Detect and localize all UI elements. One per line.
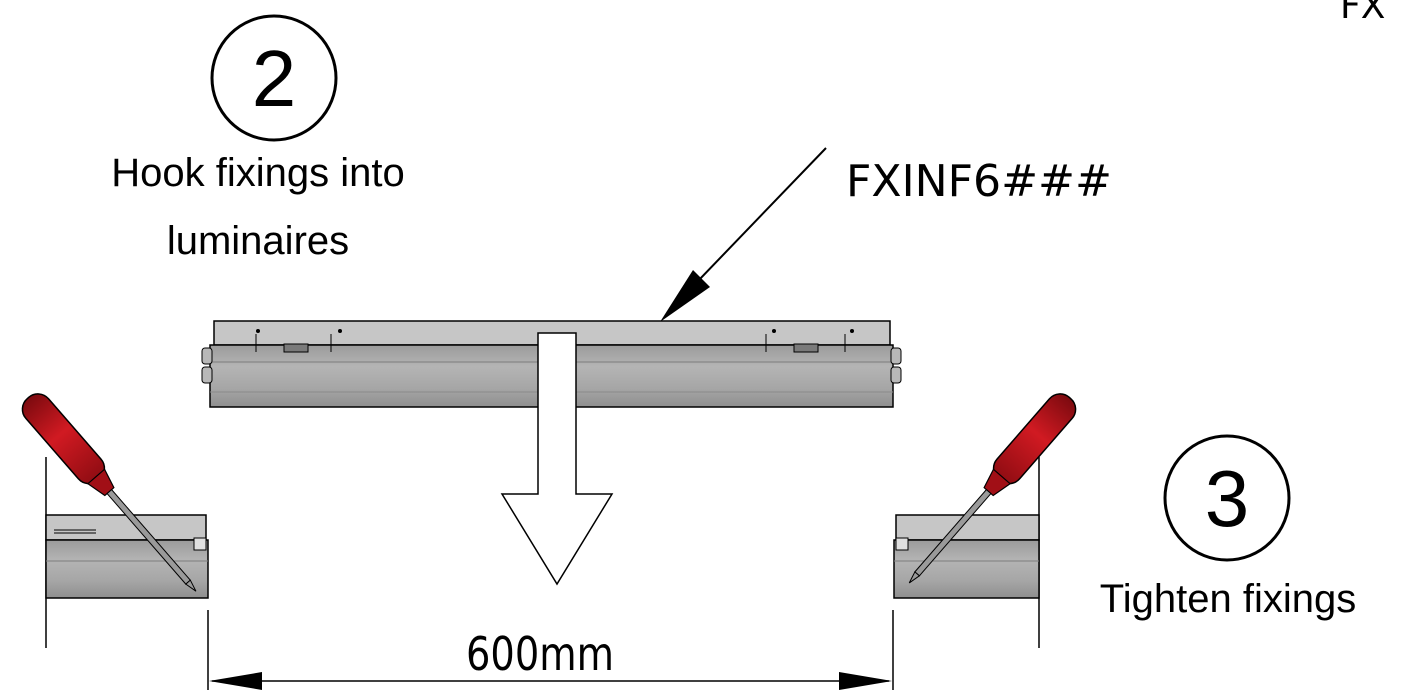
step-3-caption: Tighten fixings — [1100, 577, 1356, 621]
step-3-badge: 3 — [1163, 434, 1291, 562]
luminaire-right — [893, 457, 1040, 648]
step-2-number: 2 — [252, 34, 297, 123]
part-code-leader — [660, 147, 827, 322]
part-code-label: FXINF6### — [846, 156, 1112, 207]
luminaire-left — [45, 457, 209, 648]
fixing-clip-right — [793, 343, 819, 353]
step-2-caption-line-2: luminaires — [167, 219, 349, 263]
screwdriver-icon — [21, 393, 197, 592]
step-2-caption-line-1: Hook fixings into — [111, 151, 404, 195]
header-fragment: FX — [1340, 0, 1385, 27]
step-3-number: 3 — [1205, 454, 1250, 543]
end-cap-left — [201, 347, 213, 365]
fixing-clip-left — [283, 343, 309, 353]
dimension-line — [207, 610, 894, 690]
down-arrow-icon — [500, 332, 614, 586]
step-2-badge: 2 — [210, 14, 338, 142]
screwdriver-right-icon — [908, 393, 1077, 584]
dimension-label: 600mm — [466, 627, 614, 681]
end-cap-right — [890, 347, 902, 365]
